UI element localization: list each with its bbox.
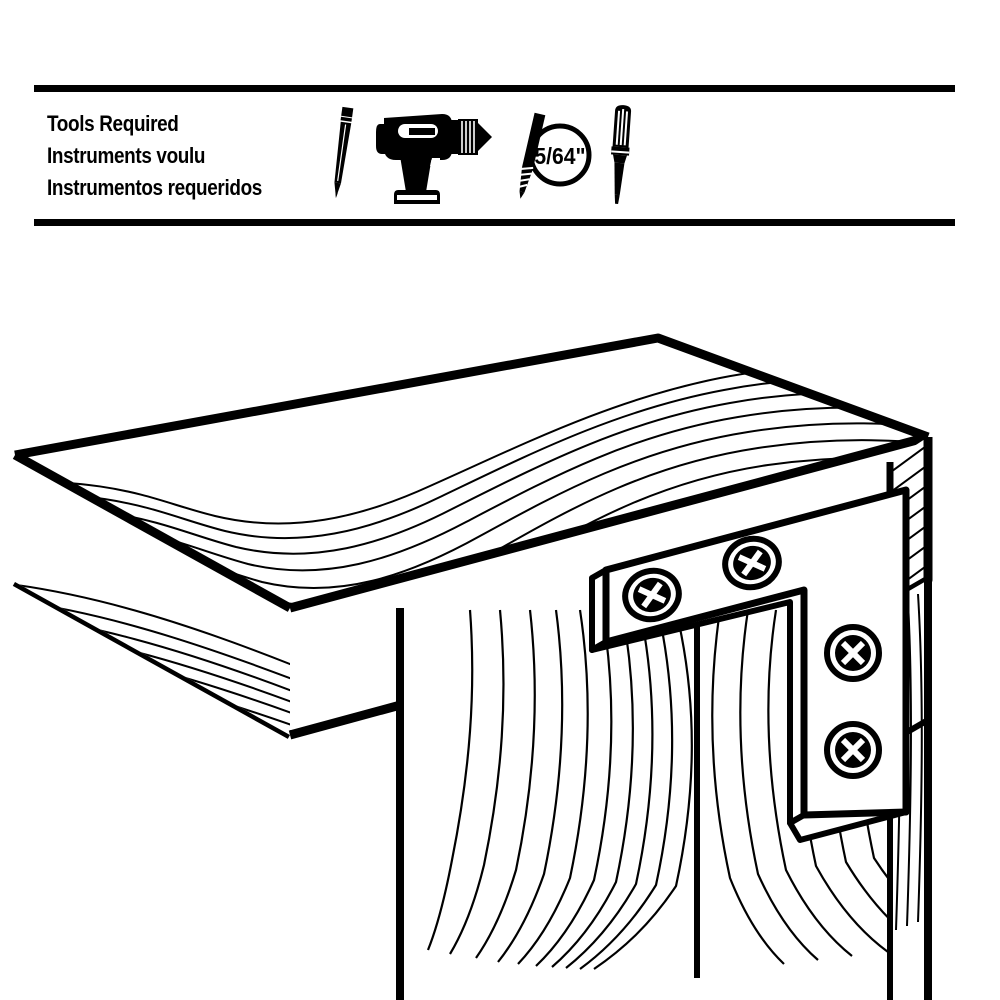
beam-top-face xyxy=(15,338,928,608)
screw-2 xyxy=(722,535,782,591)
header-rule-bottom xyxy=(34,219,955,226)
screw-1 xyxy=(622,567,682,623)
header-rule-top xyxy=(34,85,955,92)
drill-bit-size-label: 5/64" xyxy=(534,143,585,169)
drill-bit-icon: 5/64" xyxy=(518,112,592,199)
tools-required-header: Tools Required Instruments voulu Instrum… xyxy=(0,0,1000,240)
assembly-drawing xyxy=(12,333,933,1000)
screw-3 xyxy=(824,624,882,682)
tools-title-fr: Instruments voulu xyxy=(47,143,206,168)
beam-front-face-top-edge xyxy=(288,432,930,613)
beam-top-back-edge xyxy=(14,333,930,460)
beam-front-top-edge xyxy=(12,451,293,612)
tools-required-titles: Tools Required Instruments voulu Instrum… xyxy=(47,108,347,204)
screwdriver-icon xyxy=(611,105,632,204)
corner-bracket xyxy=(589,486,910,843)
corner-bracket-assembly-illustration xyxy=(0,250,1000,1000)
pencil-icon xyxy=(334,106,354,198)
screw-4 xyxy=(824,721,882,779)
tools-icon-row: 5/64" xyxy=(315,95,685,215)
power-drill-icon xyxy=(376,114,492,204)
tools-title-en: Tools Required xyxy=(47,111,179,136)
tools-title-es: Instrumentos requeridos xyxy=(47,175,262,200)
